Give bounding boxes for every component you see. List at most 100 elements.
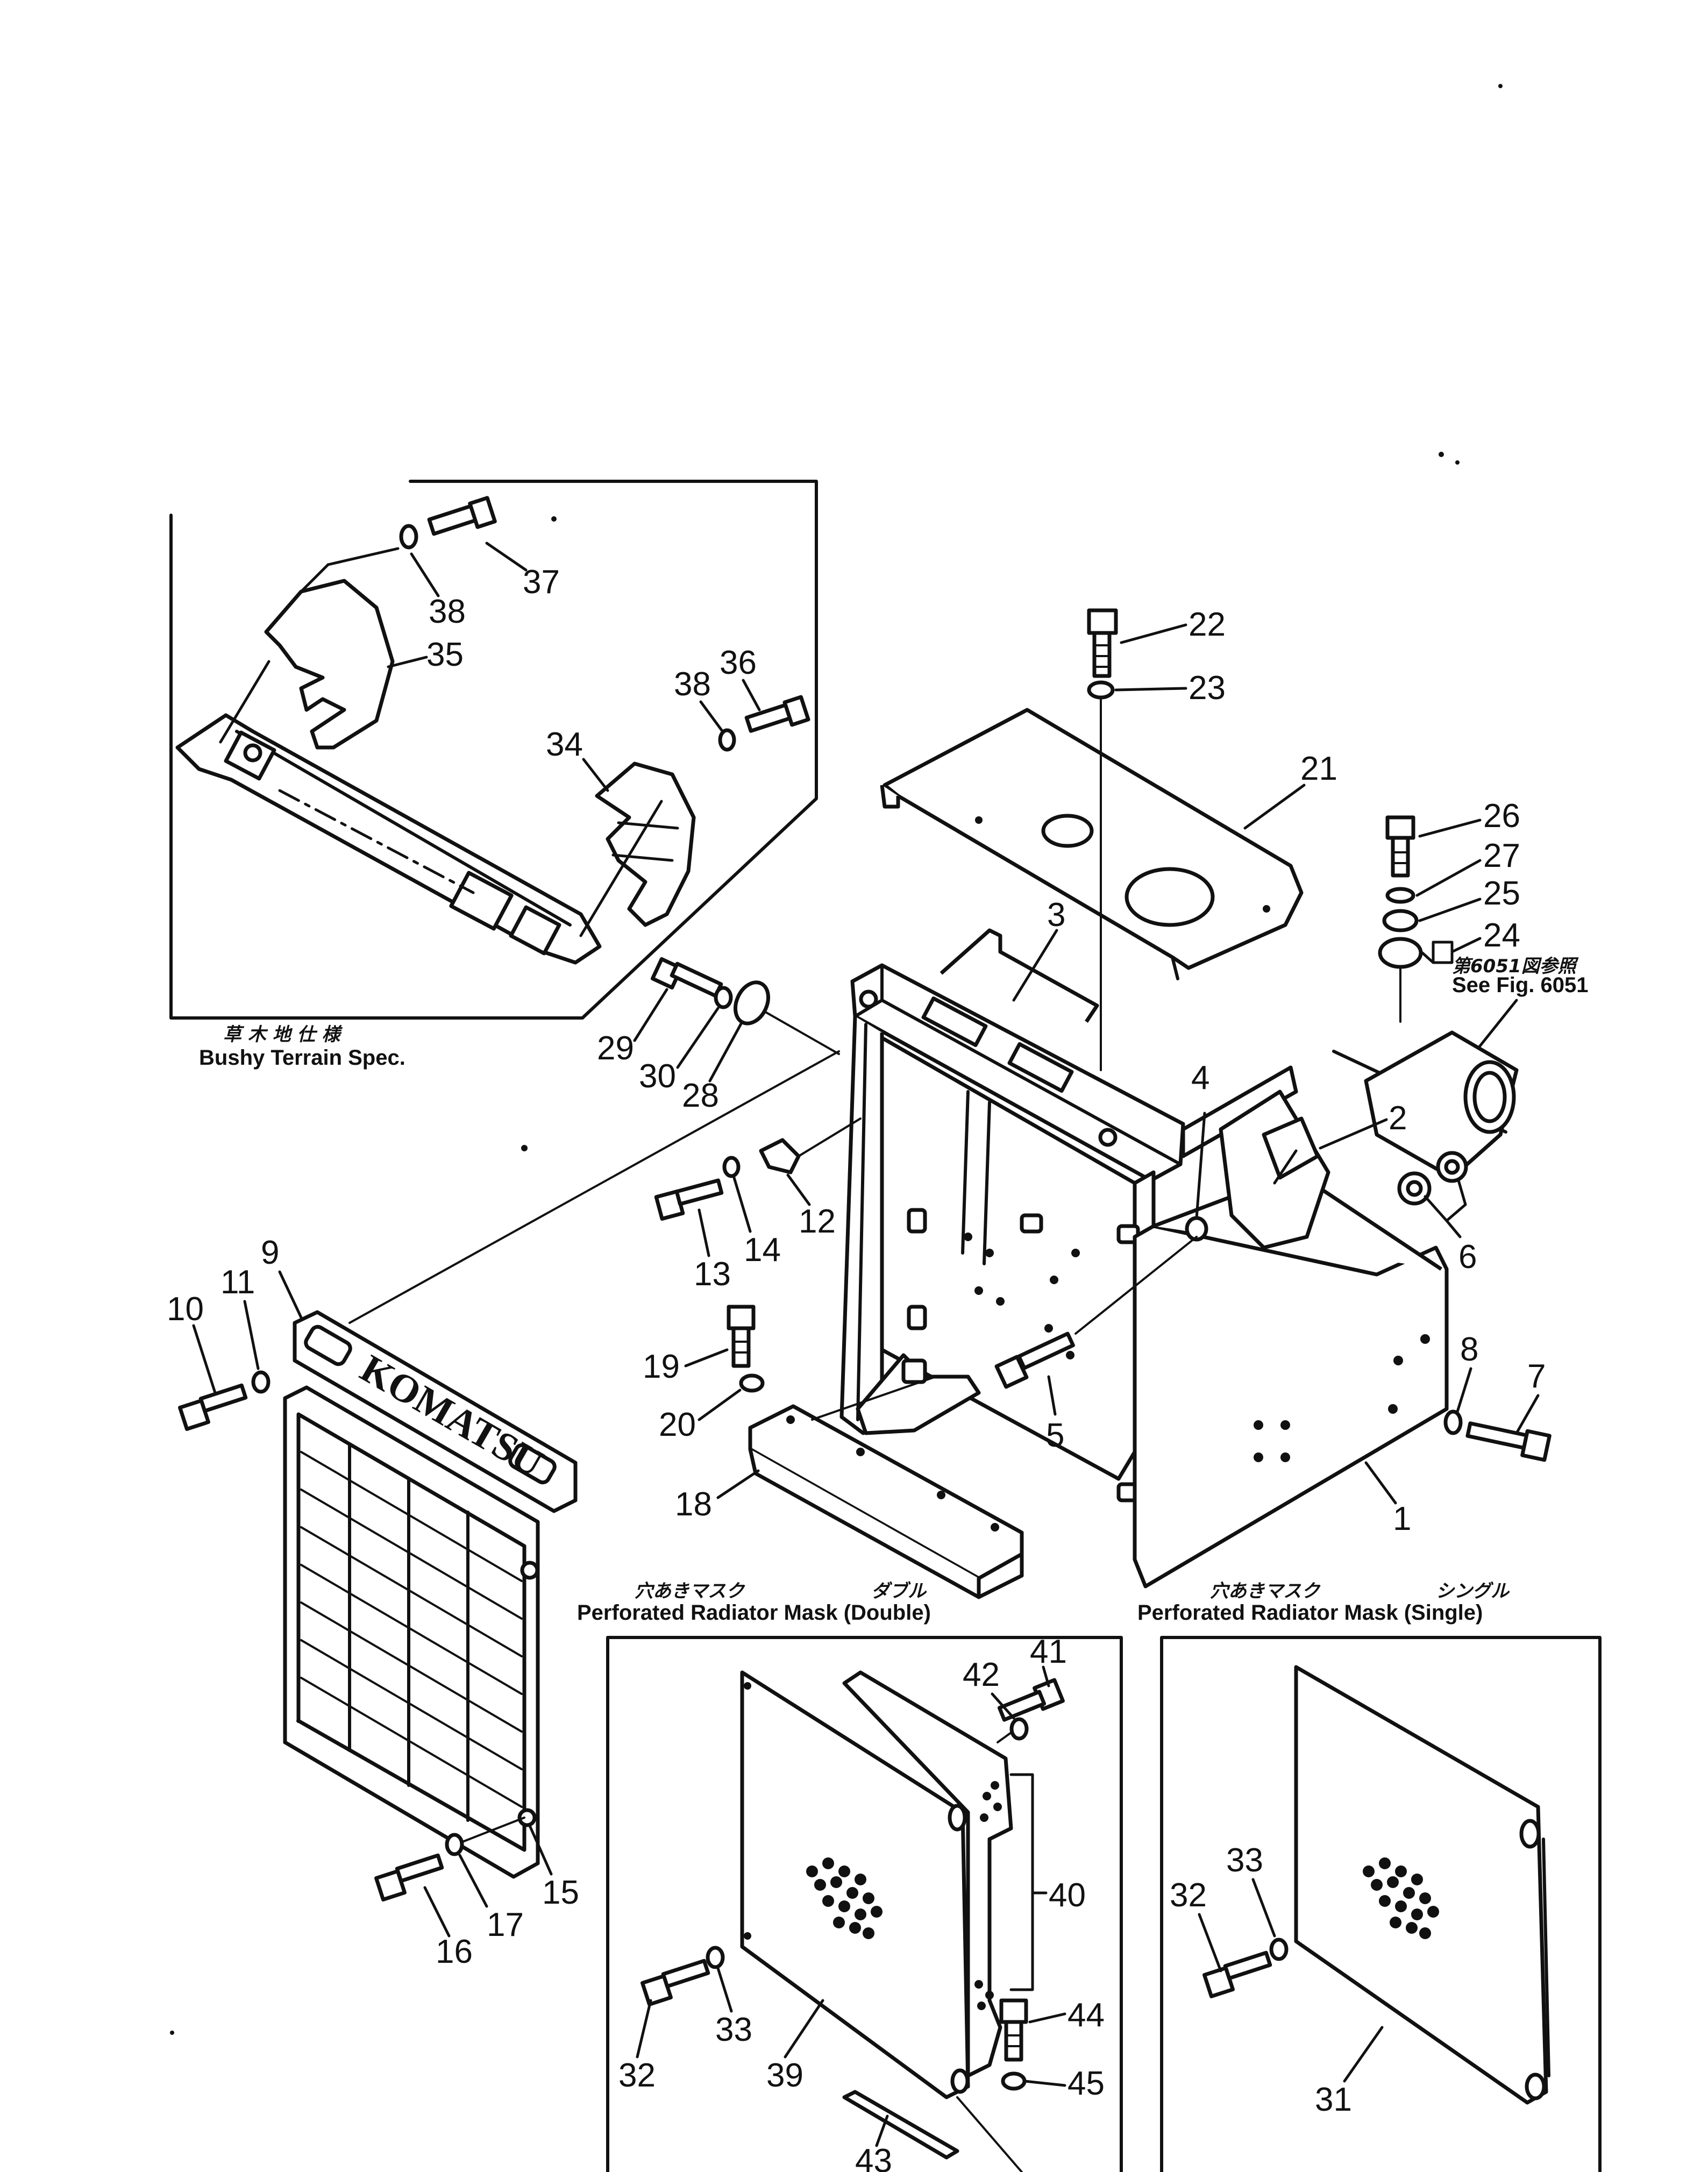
callout-12: 12 <box>799 1203 836 1240</box>
callout-38: 38 <box>429 593 466 630</box>
single-caption-jp-left: 穴あきマスク <box>1210 1580 1321 1602</box>
washer-8-icon <box>1443 1409 1463 1435</box>
callout-28: 28 <box>682 1077 719 1114</box>
callout-32: 32 <box>618 2057 656 2094</box>
nuts-6-icon <box>1397 1151 1468 1206</box>
callout-38b: 38 <box>674 666 711 703</box>
callout-26: 26 <box>1483 797 1520 835</box>
callout-5: 5 <box>1046 1417 1064 1454</box>
callout-7: 7 <box>1527 1358 1546 1395</box>
double-inset-frame <box>606 1636 1123 2172</box>
callout-21: 21 <box>1300 750 1337 787</box>
ref-jp: 第6051図参照 <box>1452 956 1579 977</box>
bushy-caption-jp: 草 木 地 仕 様 <box>223 1024 343 1045</box>
callout-8: 8 <box>1460 1331 1478 1368</box>
strip-43-part <box>842 2090 959 2160</box>
washer-23-icon <box>1087 680 1115 700</box>
guard-34-part <box>595 761 696 927</box>
bolt-37-icon <box>427 496 497 536</box>
washer-38b-icon <box>718 728 736 752</box>
single-caption-en: Perforated Radiator Mask (Single) <box>1137 1601 1483 1625</box>
callout-14: 14 <box>744 1231 781 1269</box>
callout-22: 22 <box>1189 606 1226 643</box>
callout-36: 36 <box>720 644 757 681</box>
callout-13: 13 <box>694 1256 731 1293</box>
bracket-40-part <box>842 1670 1013 2078</box>
bolt-10-icon <box>178 1383 248 1431</box>
washer-11-icon <box>251 1370 271 1394</box>
callout-4: 4 <box>1191 1059 1209 1096</box>
callout-25: 25 <box>1483 875 1520 912</box>
callout-27: 27 <box>1483 837 1520 874</box>
callout-29: 29 <box>597 1030 634 1067</box>
double-mask-inset: 穴あきマスク ダブル Perforated Radiator Mask (Dou… <box>577 1580 1123 2172</box>
callout-9: 9 <box>261 1234 279 1271</box>
callout-35: 35 <box>426 636 464 673</box>
callout-33: 33 <box>715 2011 752 2048</box>
ref-en: See Fig. 6051 <box>1452 973 1588 997</box>
callout-24: 24 <box>1483 917 1520 954</box>
callout-42: 42 <box>963 1656 1000 1693</box>
single-mask-inset: 穴あきマスク シングル Perforated Radiator Mask (Si… <box>1137 1580 1602 2172</box>
single-caption-jp-right: シングル <box>1436 1580 1510 1602</box>
callout-2: 2 <box>1389 1100 1407 1137</box>
plate-28-icon <box>734 980 770 1026</box>
callout-40: 40 <box>1049 1877 1086 1914</box>
double-caption-jp-right: ダブル <box>871 1580 927 1602</box>
washer-27-icon <box>1385 887 1415 904</box>
callout-45: 45 <box>1068 2065 1105 2102</box>
bolt-32-icon <box>640 1959 710 2006</box>
radiator-grille-part <box>283 1385 540 1879</box>
tube-part <box>1332 1030 1519 1180</box>
washer-45-icon <box>1001 2071 1027 2091</box>
double-caption-jp-left: 穴あきマスク <box>635 1580 745 1602</box>
shaft-part <box>175 713 602 965</box>
scan-specks <box>170 84 1503 2035</box>
callout-17: 17 <box>487 1906 524 1943</box>
washer-17-icon <box>445 1833 464 1856</box>
mask-39-holes <box>806 1857 883 1939</box>
single-inset-frame <box>1160 1636 1602 2172</box>
guard-35-part <box>264 579 395 750</box>
washer-20-icon <box>739 1373 765 1393</box>
callout-43: 43 <box>855 2142 892 2172</box>
bolt-44-icon <box>999 1998 1028 2062</box>
bushy-terrain-inset: 37 38 35 36 38 34 草 木 地 仕 様 Bushy Terrai… <box>169 480 818 1070</box>
bolt-16-icon <box>374 1853 444 1902</box>
callout-41: 41 <box>1030 1633 1067 1670</box>
callout-30: 30 <box>639 1058 676 1095</box>
callout-32b: 32 <box>1170 1877 1207 1914</box>
callout-33b: 33 <box>1226 1842 1263 1879</box>
washer-42-icon <box>1009 1717 1029 1741</box>
bolt-36-icon <box>744 695 810 733</box>
bolt-13-icon <box>654 1178 724 1221</box>
callout-19: 19 <box>643 1348 680 1385</box>
washer-33-icon <box>706 1946 725 1969</box>
callout-16: 16 <box>436 1933 473 1970</box>
callout-18: 18 <box>675 1486 712 1523</box>
double-caption-en: Perforated Radiator Mask (Double) <box>577 1601 931 1625</box>
bracket-18-part <box>748 1404 1024 1599</box>
bushy-caption-en: Bushy Terrain Spec. <box>199 1046 405 1070</box>
bolt-22-icon <box>1087 608 1118 678</box>
bolt-26-icon <box>1385 815 1415 878</box>
cover-21-part <box>880 708 1304 980</box>
callout-10: 10 <box>167 1291 204 1328</box>
bolt-32b-icon <box>1202 1950 1272 1998</box>
washer-25-icon <box>1382 909 1419 932</box>
washer-14-icon <box>722 1156 741 1178</box>
callout-11: 11 <box>220 1264 255 1301</box>
callout-37: 37 <box>523 564 560 601</box>
washer-38a-icon <box>399 524 418 550</box>
callout-44: 44 <box>1068 1997 1105 2034</box>
plate-24-icon <box>1378 937 1423 969</box>
bolt-29-icon <box>650 957 723 998</box>
callout-39: 39 <box>766 2057 803 2094</box>
callout-15: 15 <box>542 1874 579 1911</box>
washer-30-icon <box>714 986 733 1009</box>
callout-20: 20 <box>659 1406 696 1443</box>
mask-31-part <box>1294 1665 1548 2105</box>
bushy-inset-frame <box>169 480 818 1020</box>
